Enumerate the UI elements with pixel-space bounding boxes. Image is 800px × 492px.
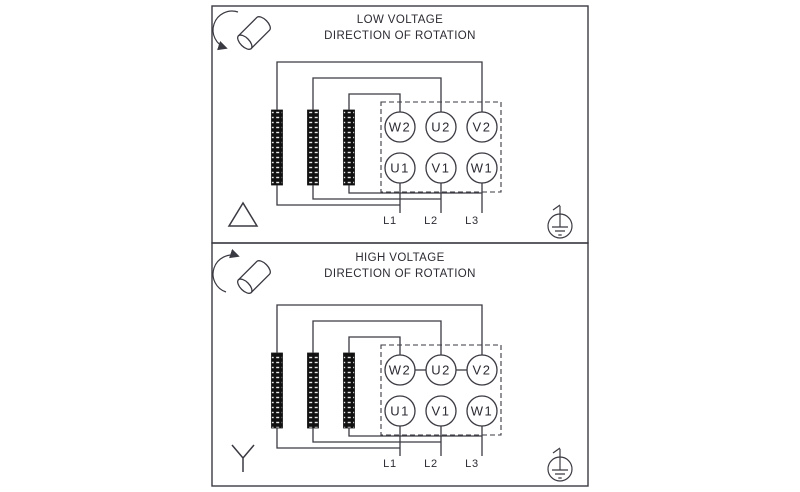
- earth-ground-icon: [547, 447, 573, 482]
- ground-bars: [552, 226, 568, 236]
- terminal-label: V2: [473, 120, 492, 135]
- terminal-label: W1: [471, 404, 494, 419]
- shaft-cylinder-face: [237, 34, 253, 50]
- supply-line-label: L1: [383, 458, 397, 470]
- terminal-label: U2: [431, 120, 451, 135]
- connection-wire: [276, 61, 483, 112]
- supply-line-label: L2: [424, 458, 438, 470]
- terminal-blocks: [271, 352, 355, 429]
- terminal-u2: [425, 354, 457, 386]
- earth-ground-icon: [547, 204, 573, 239]
- wiring-low-voltage: [276, 61, 483, 213]
- wiring-high-voltage: [276, 304, 483, 456]
- terminal-blocks: [271, 109, 355, 186]
- connection-wire: [312, 320, 442, 355]
- terminal-label: W2: [389, 120, 412, 135]
- terminal-v2: [466, 354, 498, 386]
- terminal-v2: [466, 111, 498, 143]
- supply-line-label: L3: [465, 458, 479, 470]
- terminal-u1: [384, 152, 416, 184]
- terminal-label: V2: [473, 363, 492, 378]
- terminals: W2 U2 V2 U1 V1 W1: [384, 111, 498, 184]
- connection-wire: [276, 428, 400, 449]
- terminal-board-outline: [380, 344, 502, 436]
- panel-border: [211, 242, 589, 487]
- terminal-label: W2: [389, 363, 412, 378]
- connection-wire: [312, 428, 441, 443]
- panel-subtitle: DIRECTION OF ROTATION: [324, 30, 476, 42]
- supply-line-label: L1: [383, 215, 397, 227]
- wye-connection-icon: [231, 444, 255, 472]
- terminal-block-bar: [307, 352, 319, 429]
- terminal-label: V1: [432, 161, 451, 176]
- shaft-cylinder-face: [237, 278, 253, 294]
- terminal-w2: [384, 354, 416, 386]
- terminal-block-bar: [307, 109, 319, 186]
- ground-circle: [547, 213, 573, 239]
- panel-title: HIGH VOLTAGE: [355, 252, 444, 264]
- supply-line-label: L2: [424, 215, 438, 227]
- terminal-label: U2: [431, 363, 451, 378]
- high-voltage-panel: HIGH VOLTAGE DIRECTION OF ROTATION: [211, 242, 589, 487]
- terminal-label: U1: [390, 404, 410, 419]
- ground-tick: [552, 204, 561, 211]
- terminal-label: V1: [432, 404, 451, 419]
- terminals: W2 U2 V2 U1 V1 W1: [384, 354, 498, 427]
- terminal-label: W1: [471, 161, 494, 176]
- terminal-w1: [466, 152, 498, 184]
- terminal-w1: [466, 395, 498, 427]
- connection-wire: [276, 185, 400, 206]
- terminal-block-bar: [343, 109, 355, 186]
- rotation-arrow-icon: [212, 10, 239, 51]
- terminal-block-bar: [343, 352, 355, 429]
- connection-wire: [312, 185, 441, 200]
- terminal-w2: [384, 111, 416, 143]
- terminal-board-outline: [380, 101, 502, 193]
- terminal-v1: [425, 395, 457, 427]
- ground-tick: [552, 447, 561, 454]
- connection-wire: [348, 428, 482, 437]
- shaft-rotation-icon: [212, 10, 271, 51]
- terminal-label: U1: [390, 161, 410, 176]
- connection-wire: [348, 336, 401, 355]
- terminal-block-bar: [271, 109, 283, 186]
- connection-wire: [348, 185, 482, 194]
- connection-wire: [276, 304, 483, 355]
- low-voltage-panel: LOW VOLTAGE DIRECTION OF ROTATION: [211, 5, 589, 244]
- connection-wire: [348, 93, 401, 112]
- supply-line-label: L3: [465, 215, 479, 227]
- delta-connection-icon: [227, 201, 259, 227]
- terminal-block-bar: [271, 352, 283, 429]
- ground-circle: [547, 456, 573, 482]
- terminal-u1: [384, 395, 416, 427]
- panel-title: LOW VOLTAGE: [357, 14, 443, 26]
- panel-subtitle: DIRECTION OF ROTATION: [324, 268, 476, 280]
- ground-bars: [552, 469, 568, 479]
- rotation-arrow-icon: [212, 248, 240, 293]
- terminal-u2: [425, 111, 457, 143]
- shaft-rotation-icon: [212, 248, 271, 294]
- connection-wire: [312, 77, 442, 112]
- terminal-v1: [425, 152, 457, 184]
